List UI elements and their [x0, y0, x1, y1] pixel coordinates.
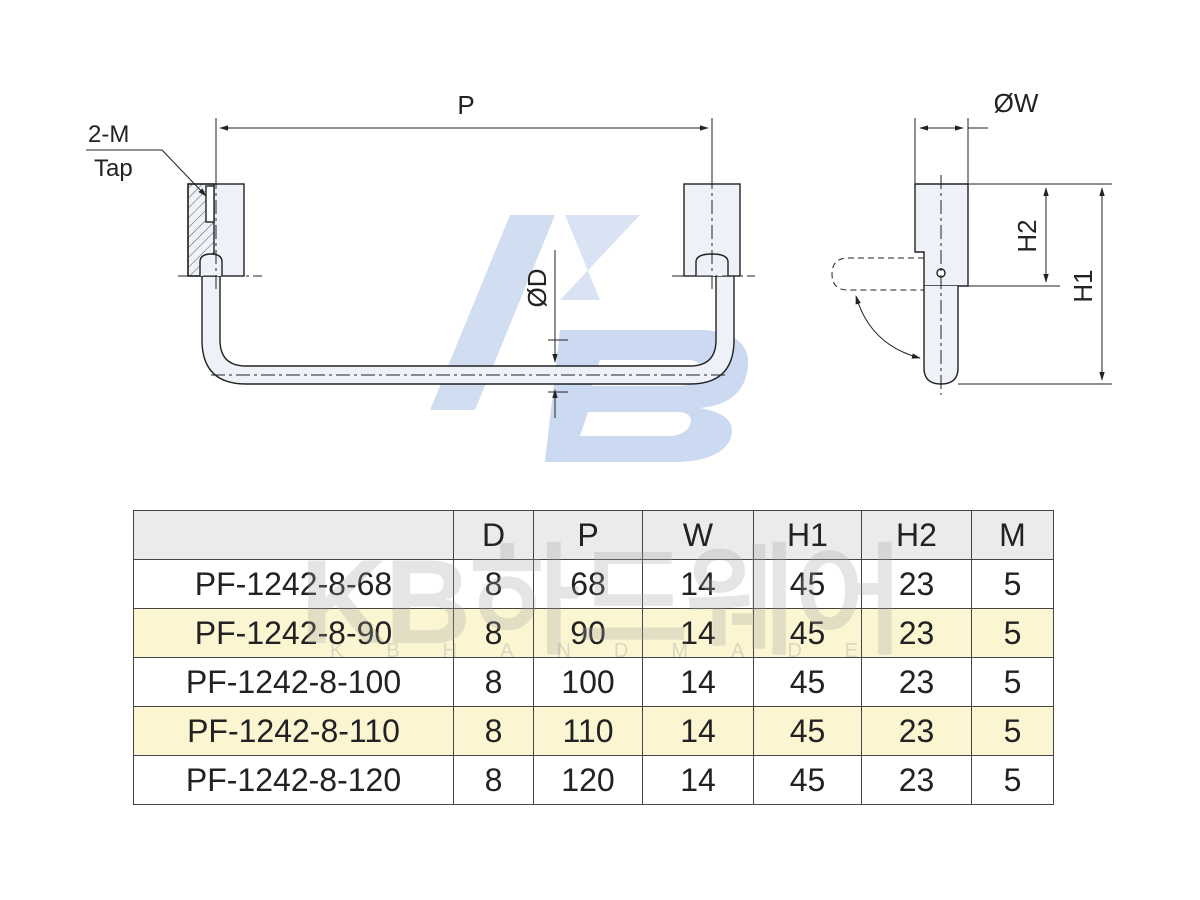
cell-m: 5: [971, 657, 1054, 707]
table-row: PF-1242-8-100 8 100 14 45 23 5: [133, 657, 1054, 707]
cell-d: 8: [453, 657, 534, 707]
table-row: PF-1242-8-90 8 90 14 45 23 5: [133, 608, 1054, 658]
dim-h2-label: H2: [1012, 219, 1042, 252]
cell-model: PF-1242-8-120: [133, 755, 454, 805]
cell-h2: 23: [861, 755, 972, 805]
cell-p: 120: [533, 755, 643, 805]
cell-m: 5: [971, 706, 1054, 756]
tap-callout-label: 2-M: [88, 121, 129, 148]
cell-p: 100: [533, 657, 643, 707]
cell-h1: 45: [753, 608, 862, 658]
cell-w: 14: [642, 559, 754, 609]
table-row: PF-1242-8-68 8 68 14 45 23 5: [133, 559, 1054, 609]
cell-h1: 45: [753, 755, 862, 805]
header-p: P: [533, 510, 643, 560]
dim-pitch-label: P: [457, 90, 474, 120]
cell-model: PF-1242-8-110: [133, 706, 454, 756]
cell-p: 90: [533, 608, 643, 658]
cell-w: 14: [642, 608, 754, 658]
dim-width-label: ØW: [994, 88, 1039, 118]
header-m: M: [971, 510, 1054, 560]
cell-w: 14: [642, 657, 754, 707]
table-header-row: D P W H1 H2 M: [133, 510, 1054, 560]
cell-model: PF-1242-8-90: [133, 608, 454, 658]
cell-m: 5: [971, 559, 1054, 609]
cell-h1: 45: [753, 657, 862, 707]
cell-p: 68: [533, 559, 643, 609]
cell-h2: 23: [861, 657, 972, 707]
cell-d: 8: [453, 755, 534, 805]
cell-d: 8: [453, 706, 534, 756]
spec-table-container: D P W H1 H2 M PF-1242-8-68 8 68 14 45 23…: [133, 510, 1054, 805]
header-h2: H2: [861, 510, 972, 560]
handle-bar: [201, 264, 735, 385]
dim-h1-label: H1: [1068, 269, 1098, 302]
cell-model: PF-1242-8-68: [133, 559, 454, 609]
tap-callout-sublabel: Tap: [94, 155, 133, 182]
header-h1: H1: [753, 510, 862, 560]
side-view: [831, 118, 1112, 395]
spec-table: D P W H1 H2 M PF-1242-8-68 8 68 14 45 23…: [133, 510, 1054, 805]
header-w: W: [642, 510, 754, 560]
table-row: PF-1242-8-120 8 120 14 45 23 5: [133, 755, 1054, 805]
cell-d: 8: [453, 608, 534, 658]
cell-h2: 23: [861, 559, 972, 609]
cell-h1: 45: [753, 706, 862, 756]
cell-h2: 23: [861, 706, 972, 756]
cell-d: 8: [453, 559, 534, 609]
cell-w: 14: [642, 706, 754, 756]
cell-model: PF-1242-8-100: [133, 657, 454, 707]
cell-h1: 45: [753, 559, 862, 609]
cell-p: 110: [533, 706, 643, 756]
front-view: [86, 118, 755, 418]
table-row: PF-1242-8-110 8 110 14 45 23 5: [133, 706, 1054, 756]
cell-h2: 23: [861, 608, 972, 658]
cell-m: 5: [971, 608, 1054, 658]
cell-w: 14: [642, 755, 754, 805]
header-d: D: [453, 510, 534, 560]
cell-m: 5: [971, 755, 1054, 805]
dim-diameter-label: ØD: [522, 269, 552, 308]
header-model: [133, 510, 454, 560]
